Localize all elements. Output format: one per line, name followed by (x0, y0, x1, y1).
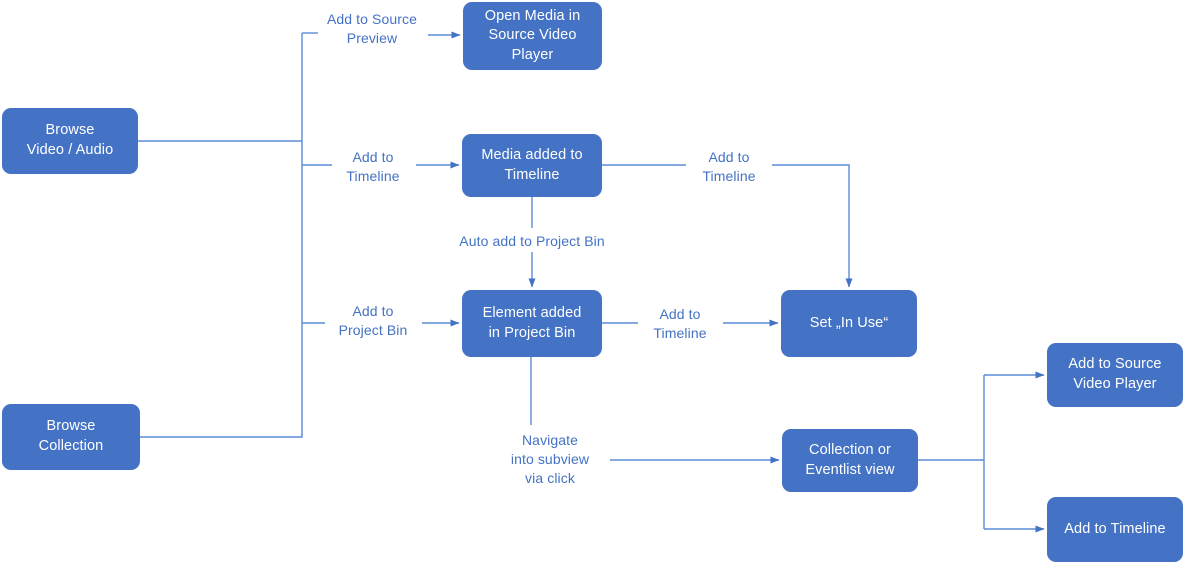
edge-label-add-to-timeline-media: Add to Timeline (702, 149, 756, 184)
edge-label-add-to-timeline-from-browse: Add to Timeline (346, 149, 400, 184)
node-set-in-use[interactable]: Set „In Use“ (781, 290, 917, 357)
edge-label-add-to-project-bin: Add to Project Bin (338, 303, 408, 338)
edge-browse-collection-to-trunk (140, 434, 303, 438)
node-open-media-in-source-video-player[interactable]: Open Media in Source Video Player (463, 2, 602, 70)
node-collection-or-eventlist-view[interactable]: Collection or Eventlist view (782, 429, 918, 492)
node-browse-video-audio[interactable]: Browse Video / Audio (2, 108, 138, 174)
node-add-to-source-video-player[interactable]: Add to Source Video Player (1047, 343, 1183, 407)
edge-label-navigate-into-subview: Navigate into subview via click (510, 432, 590, 486)
edge-label-add-to-source-preview: Add to Source Preview (326, 11, 418, 46)
node-browse-collection[interactable]: Browse Collection (2, 404, 140, 470)
edge-label-add-to-timeline-element: Add to Timeline (653, 306, 707, 341)
edge-media-added-to-set-in-use-right (772, 164, 853, 288)
node-add-to-timeline-result[interactable]: Add to Timeline (1047, 497, 1183, 562)
node-element-added-in-project-bin[interactable]: Element added in Project Bin (462, 290, 602, 357)
node-media-added-to-timeline[interactable]: Media added to Timeline (462, 134, 602, 197)
edge-label-auto-add-to-project-bin: Auto add to Project Bin (459, 233, 605, 249)
